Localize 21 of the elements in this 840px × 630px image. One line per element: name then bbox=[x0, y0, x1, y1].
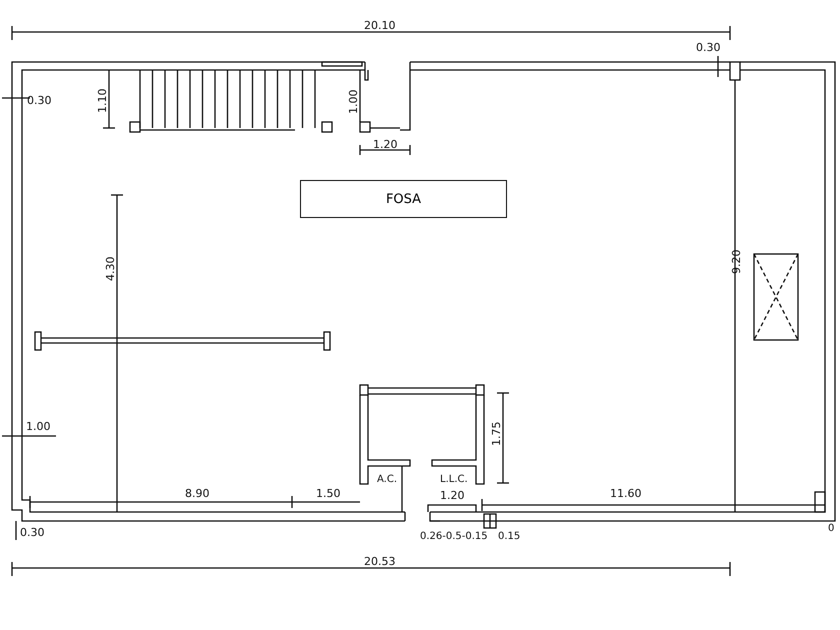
dimension-label: 8.90 bbox=[185, 488, 210, 500]
dimension-label: 1.00 bbox=[348, 90, 360, 114]
dimension-label: 0.26-0.5-0.15 bbox=[420, 531, 488, 543]
room-label: L.L.C. bbox=[440, 474, 468, 486]
pit-box: FOSA bbox=[300, 180, 507, 218]
dimension-label: 1.75 bbox=[491, 422, 503, 446]
dimension-label: 0.15 bbox=[498, 531, 520, 543]
dimension-label: 20.53 bbox=[364, 556, 396, 568]
dimension-label: 0.30 bbox=[696, 42, 720, 54]
dimension-label: 0.30 bbox=[20, 527, 44, 539]
dimension-label: 0 bbox=[828, 523, 834, 535]
dimension-label: 1.50 bbox=[316, 488, 340, 500]
dimension-label: 1.10 bbox=[97, 88, 109, 113]
dimension-label: 1.20 bbox=[373, 139, 398, 151]
dimension-label: 4.30 bbox=[105, 256, 117, 281]
dimension-label: 20.10 bbox=[364, 20, 396, 32]
dimension-label: 11.60 bbox=[610, 488, 642, 500]
dimension-label: 1.00 bbox=[26, 421, 50, 433]
room-label: A.C. bbox=[377, 474, 398, 486]
dimension-label: 0.30 bbox=[27, 95, 52, 107]
dimension-label: 1.20 bbox=[440, 490, 464, 502]
